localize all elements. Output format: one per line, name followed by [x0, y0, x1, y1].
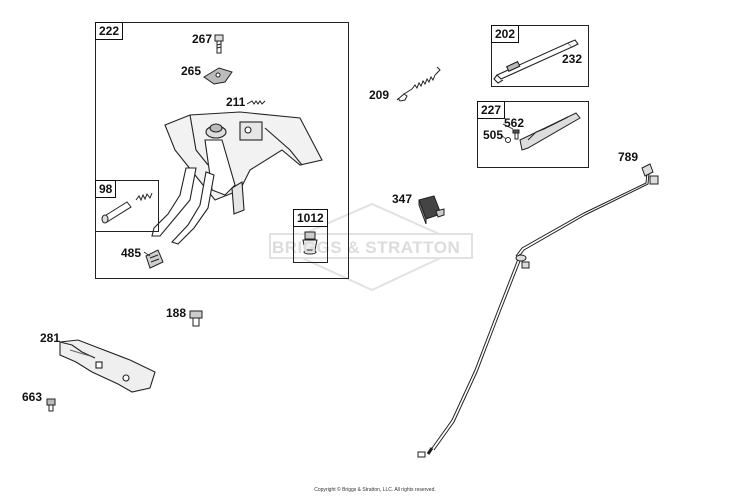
screw-663-part	[46, 398, 56, 412]
switch-347-part	[418, 195, 445, 225]
watermark-shield	[269, 202, 473, 292]
part-label-209[interactable]: 209	[369, 88, 390, 102]
control-bracket-222-part	[151, 111, 323, 245]
part-label-281[interactable]: 281	[40, 331, 61, 345]
cable-789-part	[417, 163, 659, 458]
part-label-267[interactable]: 267	[192, 32, 213, 46]
leader-lines	[143, 123, 514, 257]
box-222	[95, 22, 349, 279]
screw-188-part	[189, 310, 203, 327]
box-label-98: 98	[95, 180, 117, 198]
part-label-485[interactable]: 485	[121, 246, 142, 260]
part-label-232[interactable]: 232	[562, 52, 583, 66]
bracket-281-part	[59, 339, 156, 393]
box-202	[491, 25, 589, 87]
part-label-211[interactable]: 211	[226, 95, 246, 109]
part-label-562[interactable]: 562	[504, 116, 525, 130]
box-label-1012: 1012	[293, 209, 328, 227]
knob-485-part	[145, 249, 164, 269]
watermark: BRIGGS & STRATTON	[272, 238, 461, 257]
box-227	[477, 101, 589, 168]
spring-211-part	[246, 100, 266, 105]
part-label-505[interactable]: 505	[483, 128, 504, 142]
part-label-789[interactable]: 789	[618, 150, 639, 164]
box-label-202: 202	[491, 25, 520, 43]
box-label-222: 222	[95, 22, 124, 40]
clip-265-part	[203, 67, 233, 85]
part-label-188[interactable]: 188	[166, 306, 187, 320]
part-label-663[interactable]: 663	[22, 390, 43, 404]
link-rod-232-part	[493, 39, 579, 84]
part-label-347[interactable]: 347	[392, 192, 413, 206]
spring-209-part	[396, 66, 441, 102]
box-98	[95, 180, 159, 232]
nut-1012-part	[302, 231, 318, 255]
bolt-267-part	[214, 34, 224, 54]
lever-227-part	[505, 112, 581, 151]
pin-98-part	[101, 192, 153, 224]
copyright: Copyright © Briggs & Stratton, LLC. All …	[314, 487, 436, 493]
part-label-265[interactable]: 265	[181, 64, 202, 78]
box-label-227: 227	[477, 101, 506, 119]
